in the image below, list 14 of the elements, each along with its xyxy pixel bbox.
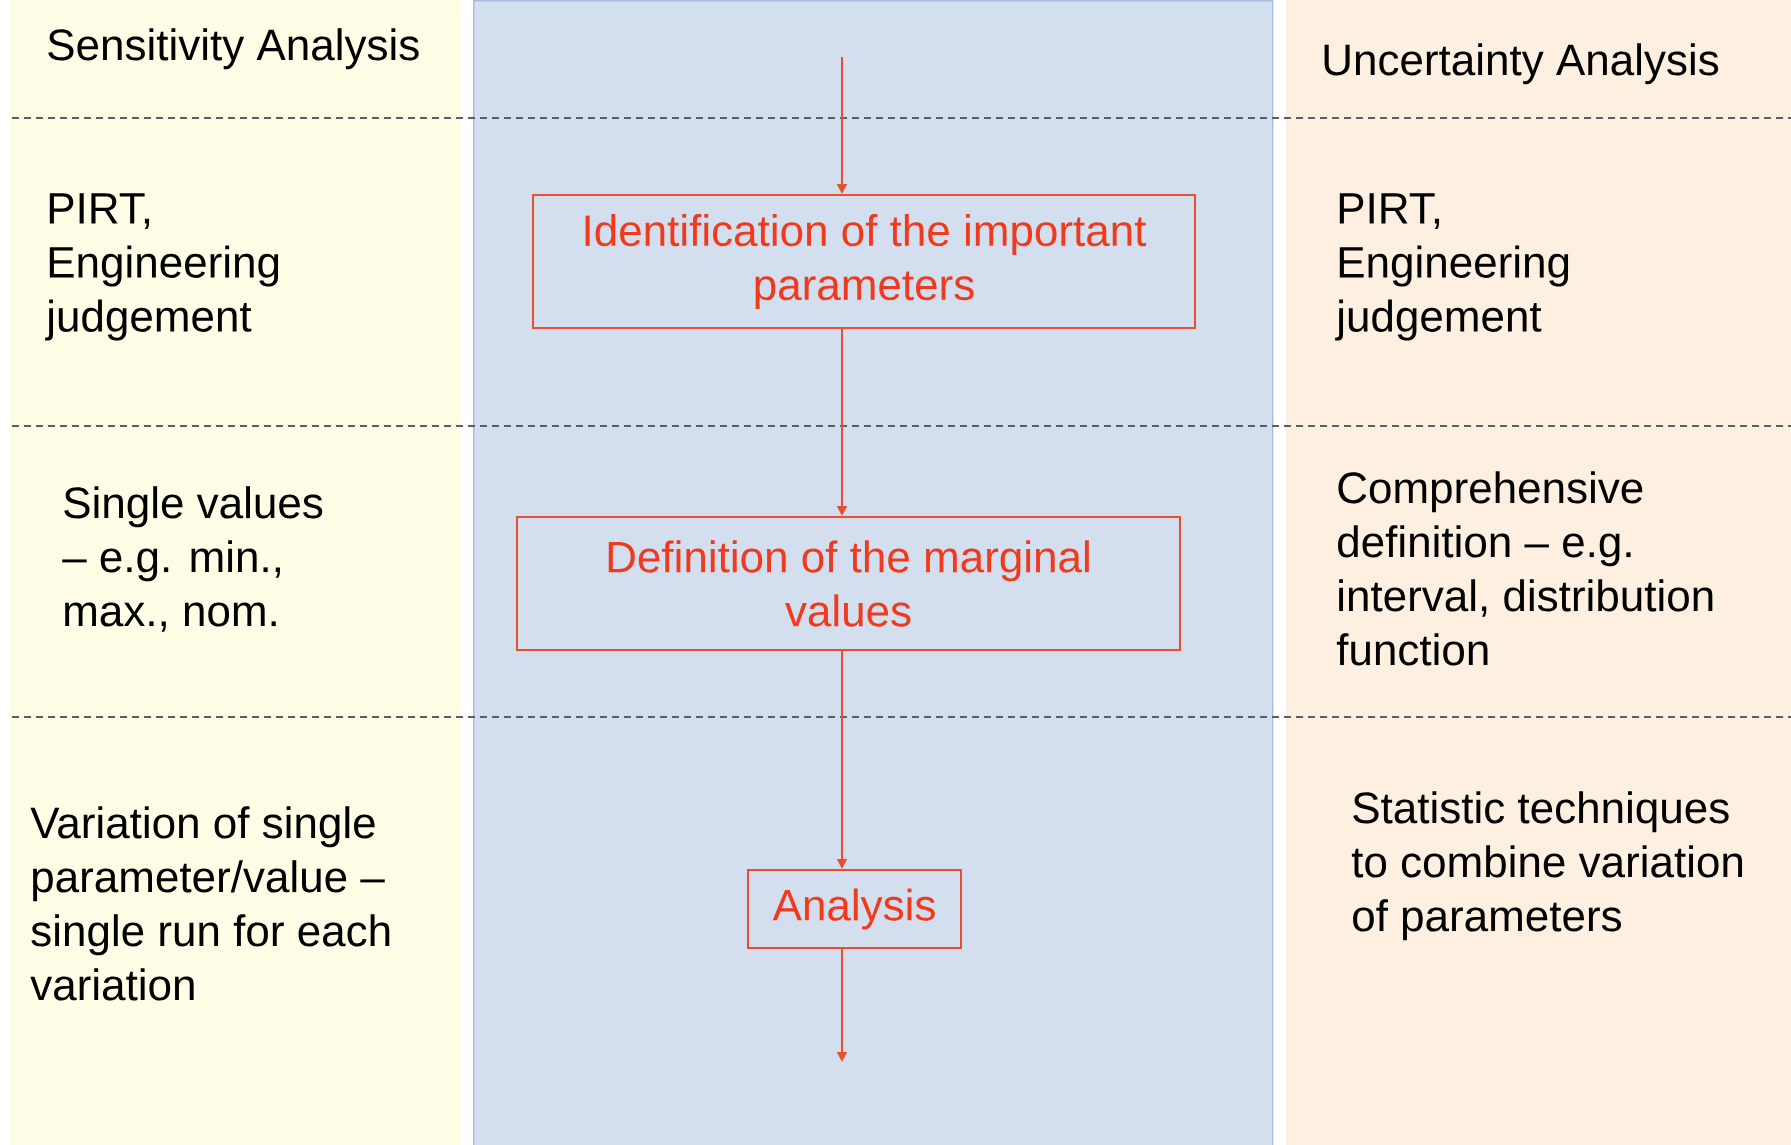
- process-box: Identification of the important parameters: [532, 194, 1196, 329]
- band: [10, 0, 462, 1145]
- column-heading: Sensitivity Analysis: [48, 28, 419, 70]
- process-box: Analysis: [747, 869, 962, 949]
- cell-text: Variation of single parameter/value – single run for each variation: [30, 806, 390, 1001]
- cell-text: PIRT, Engineering judgement: [1335, 193, 1569, 341]
- band: [1286, 0, 1791, 1145]
- cell-text: Comprehensive definition – e.g. interval, distribution function: [1336, 471, 1713, 666]
- band: [473, 0, 1274, 1145]
- process-box: Definition of the marginal values: [516, 516, 1181, 651]
- cell-text: PIRT, Engineering judgement: [45, 193, 279, 341]
- column-heading: Uncertainty Analysis: [1324, 43, 1719, 85]
- cell-text: Single values – e.g. min., max., nom.: [62, 486, 323, 632]
- cell-text: Statistic techniques to combine variation of parameters: [1351, 791, 1742, 941]
